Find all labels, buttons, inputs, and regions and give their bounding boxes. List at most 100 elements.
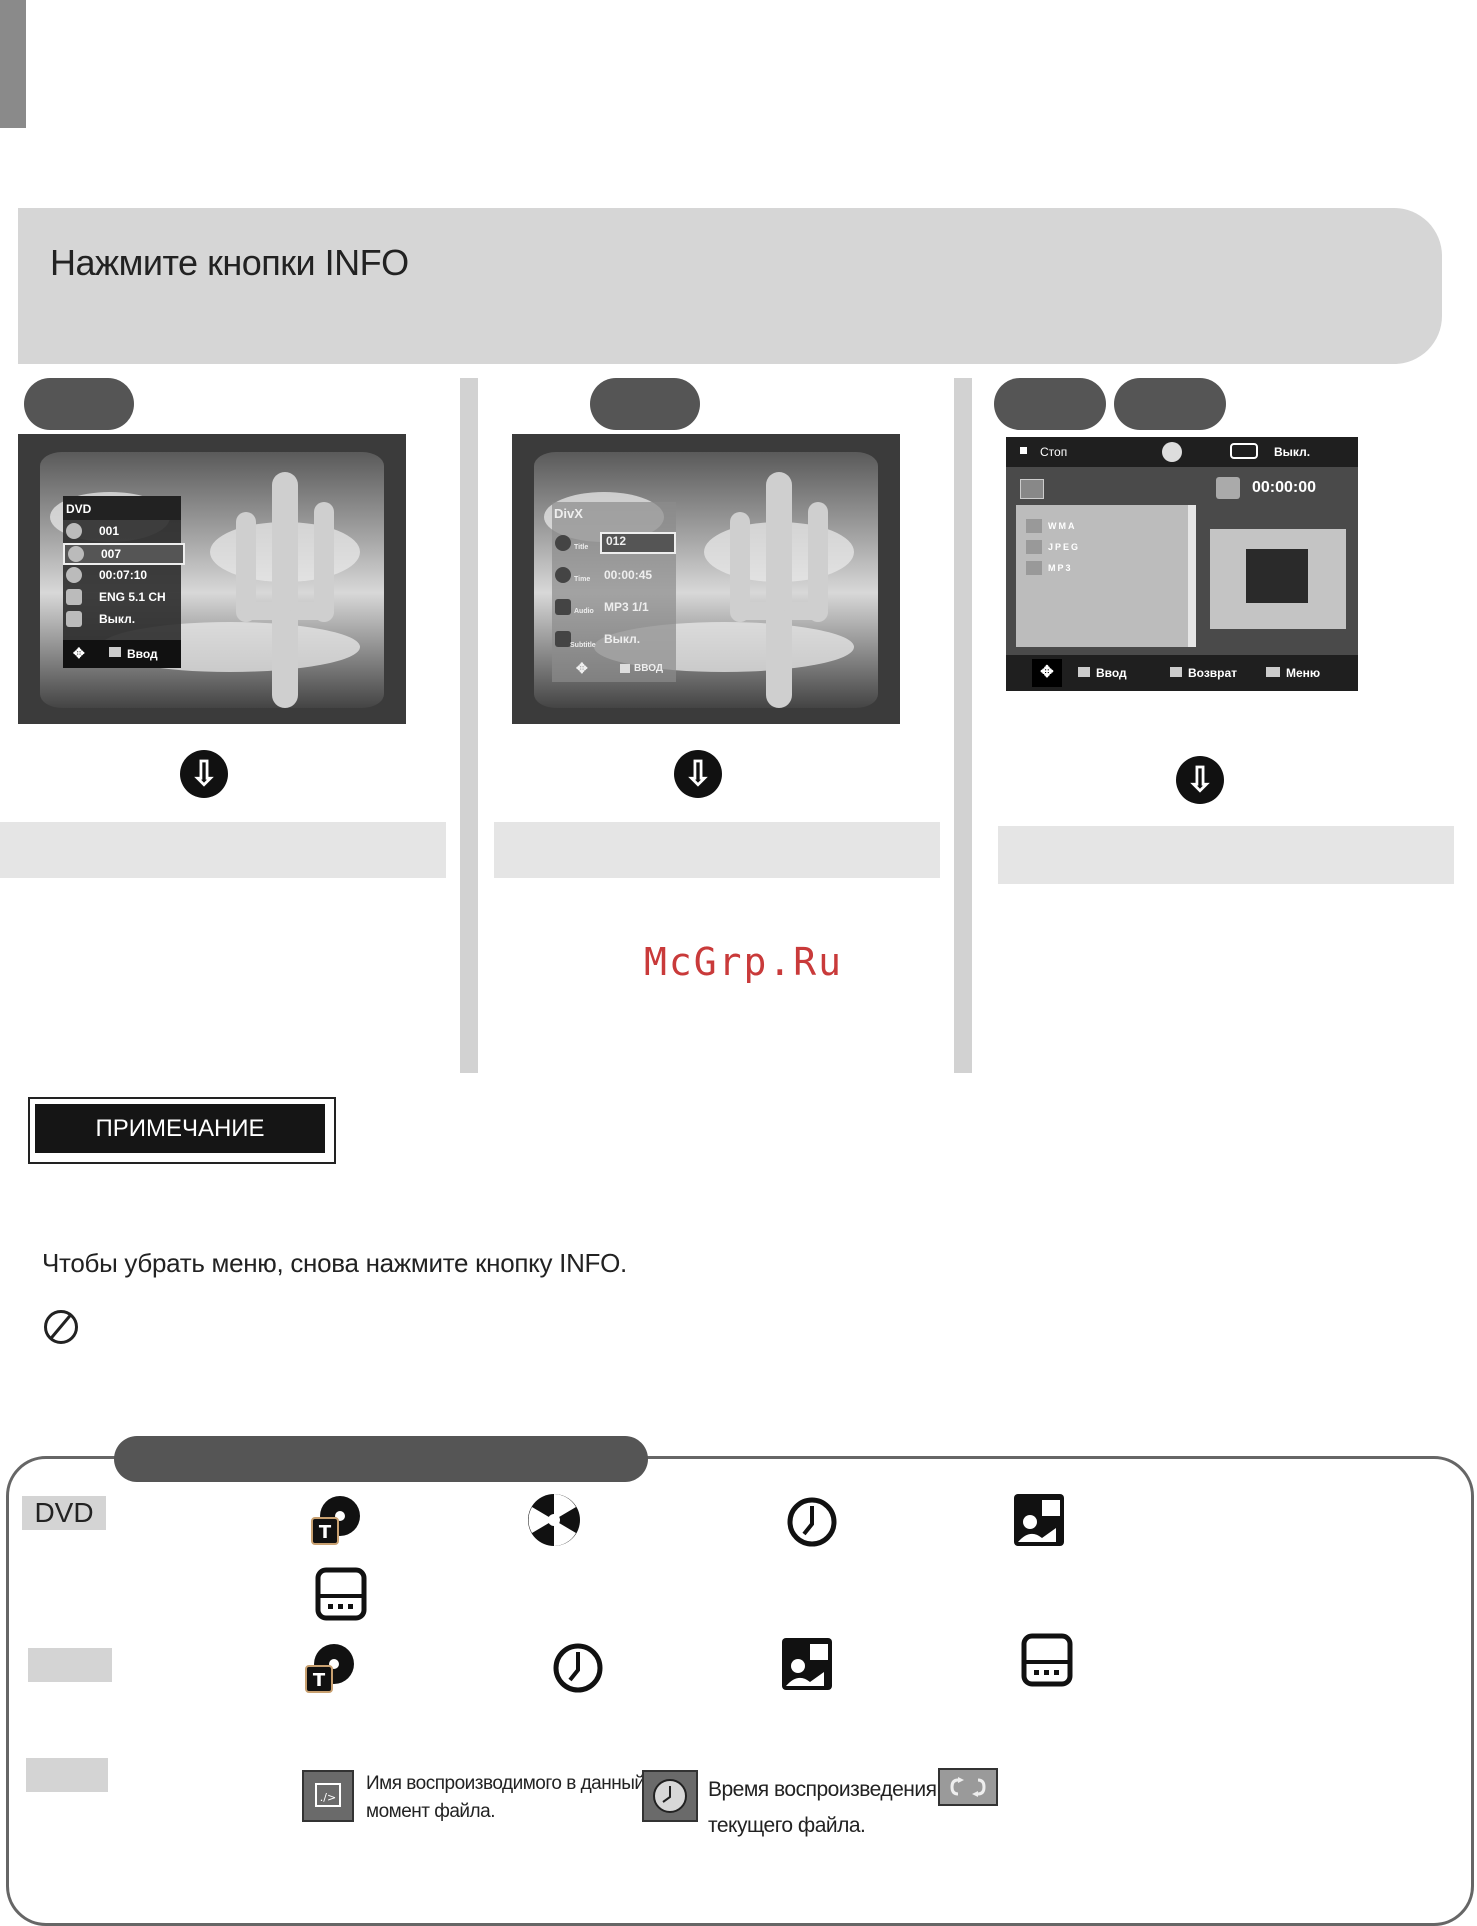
enter-icon [620, 664, 630, 673]
mp3-screen: Стоп Выкл. 00:00:00 WMA JPEG MP3 ✥ Ввод … [1006, 437, 1358, 691]
menu-label: Меню [1286, 666, 1321, 680]
folder-icon [1026, 540, 1042, 554]
file-name-description: Имя воспроизводимого в данный момент фай… [366, 1770, 645, 1826]
row-label-mp3 [26, 1758, 108, 1792]
folder-name: MP3 [1048, 563, 1073, 573]
result-band [494, 822, 940, 878]
clock-icon [642, 1770, 698, 1822]
osd-title: DivX [554, 506, 583, 521]
audio-icon [782, 1638, 832, 1690]
page-title: Нажмите кнопки INFO [50, 242, 409, 283]
repeat-icon [938, 1768, 998, 1806]
osd-label: Subtitle [570, 642, 596, 649]
osd-label: Time [574, 576, 591, 583]
file-name-icon: ./> [302, 1770, 354, 1822]
subtitle-icon [66, 611, 82, 627]
audio-icon [66, 589, 82, 605]
chapter-icon [528, 1494, 580, 1546]
folder-name: WMA [1048, 521, 1077, 531]
enter-label: Ввод [1096, 666, 1127, 680]
osd-title-value[interactable]: 012 [600, 532, 676, 554]
move-icon: ✥ [73, 645, 85, 661]
note-box: ПРИМЕЧАНИЕ [28, 1097, 336, 1164]
repeat-status: Выкл. [1274, 445, 1311, 459]
audio-icon [1014, 1494, 1064, 1546]
file-name-icon [1020, 479, 1044, 499]
subtitle-icon [1021, 1633, 1073, 1687]
tv-screen-dvd: DVD 001 007 00:07:10 ENG 5.1 CH Выкл. ✥ … [18, 434, 406, 724]
move-icon: ✥ [576, 660, 588, 676]
move-icon: ✥ [1032, 659, 1062, 687]
osd-chapter-value[interactable]: 007 [101, 547, 122, 561]
title-icon: T [305, 1644, 354, 1693]
title-icon [66, 523, 82, 539]
osd-subtitle-value: Выкл. [99, 612, 136, 626]
clock-icon [1216, 477, 1240, 499]
osd-label: Audio [574, 608, 594, 615]
dvd-info-menu: DVD 001 007 00:07:10 ENG 5.1 CH Выкл. ✥ … [63, 496, 185, 668]
folder-name: JPEG [1048, 542, 1081, 552]
result-band [998, 826, 1454, 884]
mode-pill-divx [590, 378, 700, 430]
status-text: Стоп [1040, 445, 1068, 459]
subtitle-icon [555, 631, 571, 647]
enter-icon [109, 647, 121, 657]
note-text: Чтобы убрать меню, снова нажмите кнопку … [42, 1248, 627, 1278]
row-label-divx [28, 1648, 112, 1682]
play-time-description: Время воспроизведения текущего файла. [708, 1772, 937, 1844]
folder-icon [1026, 519, 1042, 533]
preview-thumbnail [1246, 549, 1308, 603]
arrow-down-icon: ⇩ [180, 750, 228, 798]
return-icon [1170, 667, 1182, 677]
folder-item[interactable]: JPEG [1026, 538, 1126, 556]
time-icon [553, 1643, 603, 1693]
mp3-button-bar: ✥ Ввод Возврат Меню [1006, 655, 1358, 691]
osd-label: Title [574, 544, 589, 551]
time-icon [787, 1497, 837, 1547]
osd-subtitle-value: Выкл. [604, 632, 641, 646]
folder-item[interactable]: WMA [1026, 517, 1126, 535]
repeat-icon [1230, 443, 1258, 459]
osd-title: DVD [66, 502, 92, 516]
icon-legend-box [6, 1456, 1474, 1926]
stop-icon [1020, 447, 1027, 454]
mode-pill-jpeg [1114, 378, 1226, 430]
menu-icon [1266, 667, 1280, 677]
disc-icon [1162, 442, 1182, 462]
mode-pill-dvd [24, 378, 134, 430]
svg-text:./>: ./> [320, 1791, 336, 1804]
osd-title-value: 001 [99, 524, 120, 538]
mp3-status-bar: Стоп Выкл. [1006, 437, 1358, 467]
scrollbar[interactable] [1188, 505, 1196, 647]
folder-list: WMA JPEG MP3 [1016, 505, 1196, 647]
enter-icon [1078, 667, 1090, 677]
play-time: 00:00:00 [1252, 479, 1317, 496]
folder-icon [1026, 561, 1042, 575]
watermark: McGrp.Ru [644, 940, 844, 984]
mode-pill-mp3 [994, 378, 1106, 430]
chapter-icon [68, 546, 84, 562]
enter-label: Ввод [127, 647, 158, 661]
osd-time-value: 00:00:45 [604, 568, 653, 582]
arrow-down-icon: ⇩ [674, 750, 722, 798]
svg-text:T: T [313, 1670, 326, 1691]
column-divider [460, 378, 478, 1073]
description-line: текущего файла. [708, 1814, 866, 1837]
header-box [18, 208, 1442, 364]
time-icon [555, 567, 571, 583]
return-label: Возврат [1188, 666, 1238, 680]
audio-icon [555, 599, 571, 615]
arrow-down-icon: ⇩ [1176, 756, 1224, 804]
folder-item[interactable]: MP3 [1026, 559, 1126, 577]
result-band [0, 822, 446, 878]
osd-audio-value: MP3 1/1 [604, 600, 649, 614]
osd-audio-value: ENG 5.1 CH [99, 590, 166, 604]
column-divider [954, 378, 972, 1073]
legend-heading-pill [114, 1436, 648, 1482]
description-line: момент файла. [366, 1801, 495, 1822]
description-line: Время воспроизведения [708, 1778, 937, 1801]
description-line: Имя воспроизводимого в данный [366, 1773, 645, 1794]
cactus-photo [534, 452, 878, 708]
enter-label: ВВОД [634, 663, 663, 674]
